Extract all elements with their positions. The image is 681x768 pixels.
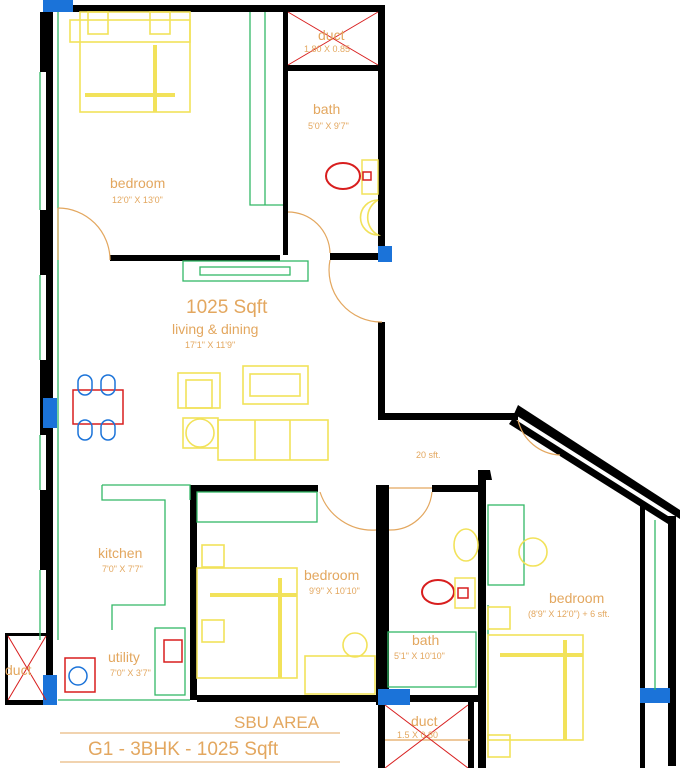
bedroom1-label: bedroom: [110, 175, 165, 191]
footer-line1: SBU AREA: [234, 713, 320, 732]
footer-line2: G1 - 3BHK - 1025 Sqft: [88, 739, 279, 760]
utility-dims: 7'0" X 3'7": [110, 668, 151, 678]
wc-top: [325, 159, 379, 236]
kitchen-dims: 7'0" X 7'7": [102, 564, 143, 574]
kitchen-label: kitchen: [98, 545, 142, 561]
walls: [5, 5, 680, 768]
duct-left-label: duct: [5, 662, 32, 678]
duct-bottom-label: duct: [411, 713, 438, 729]
bath-top-label: bath: [313, 101, 340, 117]
wc-bottom: [421, 528, 479, 609]
columns: [43, 0, 670, 705]
bedroom3-dims: (8'9" X 12'0") + 6 sft.: [528, 609, 610, 619]
bedroom2-label: bedroom: [304, 567, 359, 583]
bed-bedroom1: [69, 11, 191, 113]
utility-fixtures: [64, 639, 183, 693]
passage-note: 20 sft.: [416, 450, 441, 460]
bath-bottom-dims: 5'1" X 10'10": [394, 651, 445, 661]
duct-bottom-dims: 1.5 X 0.80: [397, 730, 438, 740]
duct-top-dims: 1.80 X 0.85: [304, 44, 350, 54]
bedroom1-dims: 12'0" X 13'0": [112, 195, 163, 205]
living-label: living & dining: [172, 321, 258, 337]
bed-bedroom3: [487, 537, 584, 758]
living-dims: 17'1" X 11'9": [185, 340, 235, 350]
living-furniture: [177, 365, 329, 461]
bedroom3-label: bedroom: [549, 590, 604, 606]
footer-title: SBU AREA G1 - 3BHK - 1025 Sqft: [60, 713, 340, 763]
total-area: 1025 Sqft: [186, 297, 268, 318]
room-labels: bedroom 12'0" X 13'0" duct 1.80 X 0.85 b…: [5, 27, 610, 740]
doors: [57, 207, 561, 741]
utility-label: utility: [108, 649, 140, 665]
bath-top-dims: 5'0" X 9'7": [308, 121, 349, 131]
bedroom2-dims: 9'9" X 10'10": [309, 586, 360, 596]
bed-bedroom2: [196, 544, 376, 695]
duct-crosses: [7, 11, 469, 768]
left-windows: [39, 12, 46, 640]
duct-top-label: duct: [318, 27, 345, 43]
dining-set: [72, 374, 124, 441]
bath-bottom-label: bath: [412, 632, 439, 648]
